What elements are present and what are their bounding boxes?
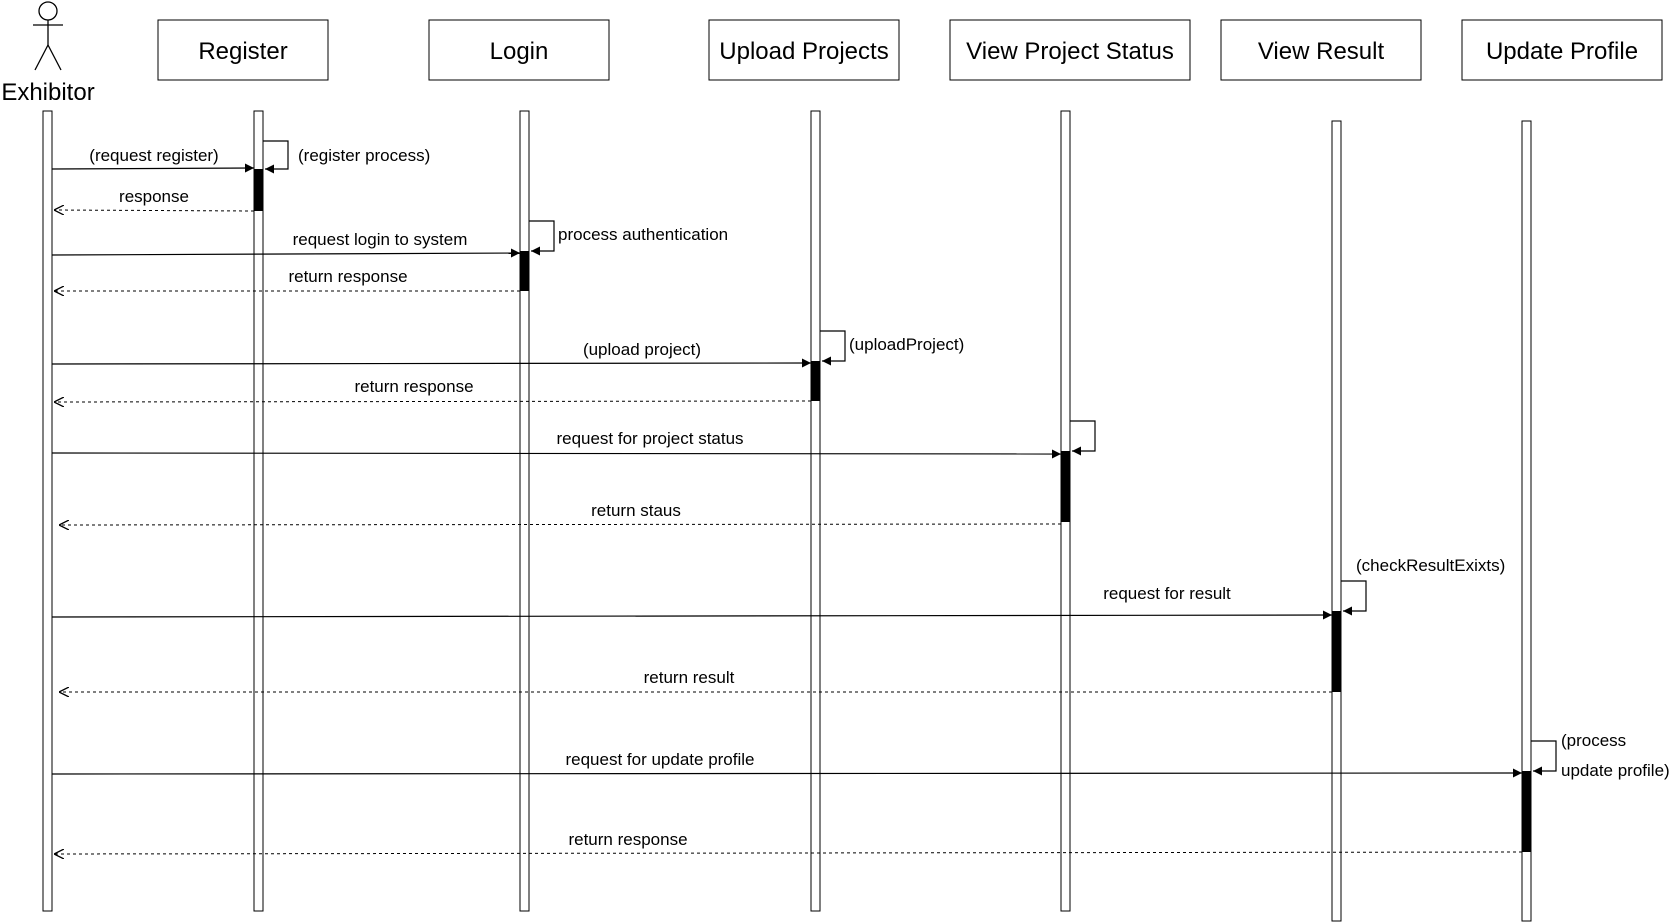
message-label: (request register) [89, 146, 218, 165]
message-request-update-profile: request for update profile [51, 750, 1523, 778]
lifeline-update-profile [1521, 120, 1532, 922]
participant-view-result: View Result [1220, 19, 1422, 81]
message-label: request for result [1103, 584, 1231, 603]
actor-label: Exhibitor [1, 79, 94, 106]
message-request-upload-project: (upload project) [51, 340, 812, 368]
self-call-label: update profile) [1561, 761, 1670, 780]
participant-box [157, 19, 329, 81]
participant-label: Register [198, 38, 287, 65]
message-label: response [119, 187, 189, 206]
message-label: return response [288, 267, 407, 286]
actor-exhibitor: Exhibitor [1, 1, 95, 912]
message-label: return response [568, 830, 687, 849]
lifeline-exhibitor [42, 110, 53, 912]
message-request-result: request for result [51, 584, 1333, 620]
participant-label: View Project Status [966, 38, 1174, 65]
self-call-label: process authentication [558, 225, 728, 244]
self-call-upload-projects: (uploadProject) [820, 330, 964, 366]
participant-register: Register [157, 19, 329, 81]
activation-upload-projects [811, 361, 820, 401]
lifeline-view-result [1331, 120, 1342, 922]
stick-figure-icon [33, 1, 63, 71]
participant-label: Login [490, 38, 549, 65]
participant-box [1220, 19, 1422, 81]
self-call-view-project-status [1070, 420, 1096, 456]
participant-view-project-status: View Project Status [949, 19, 1191, 81]
message-return-register: response [54, 187, 255, 211]
participant-box [708, 19, 900, 81]
self-call-label: (checkResultExixts) [1356, 556, 1505, 575]
message-label: (upload project) [583, 340, 701, 359]
message-label: request login to system [293, 230, 468, 249]
message-return-login: return response [54, 267, 520, 291]
message-request-register: (request register) [51, 146, 255, 173]
message-request-login: request login to system [51, 230, 521, 258]
self-call-register: (register process) [263, 140, 430, 174]
message-return-project-status: return staus [59, 501, 1062, 525]
participant-box [949, 19, 1191, 81]
participant-update-profile: Update Profile [1461, 19, 1663, 81]
lifeline-login [519, 110, 530, 912]
self-call-label: (process [1561, 731, 1626, 750]
self-call-login: process authentication [529, 220, 728, 256]
lifeline-upload-projects [810, 110, 821, 912]
message-label: request for project status [556, 429, 743, 448]
message-label: request for update profile [565, 750, 754, 769]
message-request-project-status: request for project status [51, 429, 1062, 459]
participant-box [428, 19, 610, 81]
self-call-label: (register process) [298, 146, 430, 165]
self-call-update-profile: (process update profile) [1531, 731, 1670, 780]
participant-label: View Result [1258, 38, 1385, 65]
activation-register [254, 169, 263, 211]
message-label: return response [354, 377, 473, 396]
message-label: return staus [591, 501, 681, 520]
message-return-result: return result [59, 668, 1332, 692]
activation-view-result [1332, 611, 1341, 692]
activation-login [520, 251, 529, 291]
participant-login: Login [428, 19, 610, 81]
participant-label: Update Profile [1486, 38, 1638, 65]
lifeline-register [253, 110, 264, 912]
message-label: return result [644, 668, 735, 687]
participant-upload-projects: Upload Projects [708, 19, 900, 81]
participant-box [1461, 19, 1663, 81]
self-call-view-result: (checkResultExixts) [1341, 556, 1505, 616]
message-return-update-profile: return response [54, 830, 1523, 854]
participant-label: Upload Projects [719, 38, 888, 65]
self-call-label: (uploadProject) [849, 335, 964, 354]
activation-view-project-status [1061, 451, 1070, 522]
message-return-upload-project: return response [54, 377, 812, 402]
activation-update-profile [1522, 771, 1531, 852]
